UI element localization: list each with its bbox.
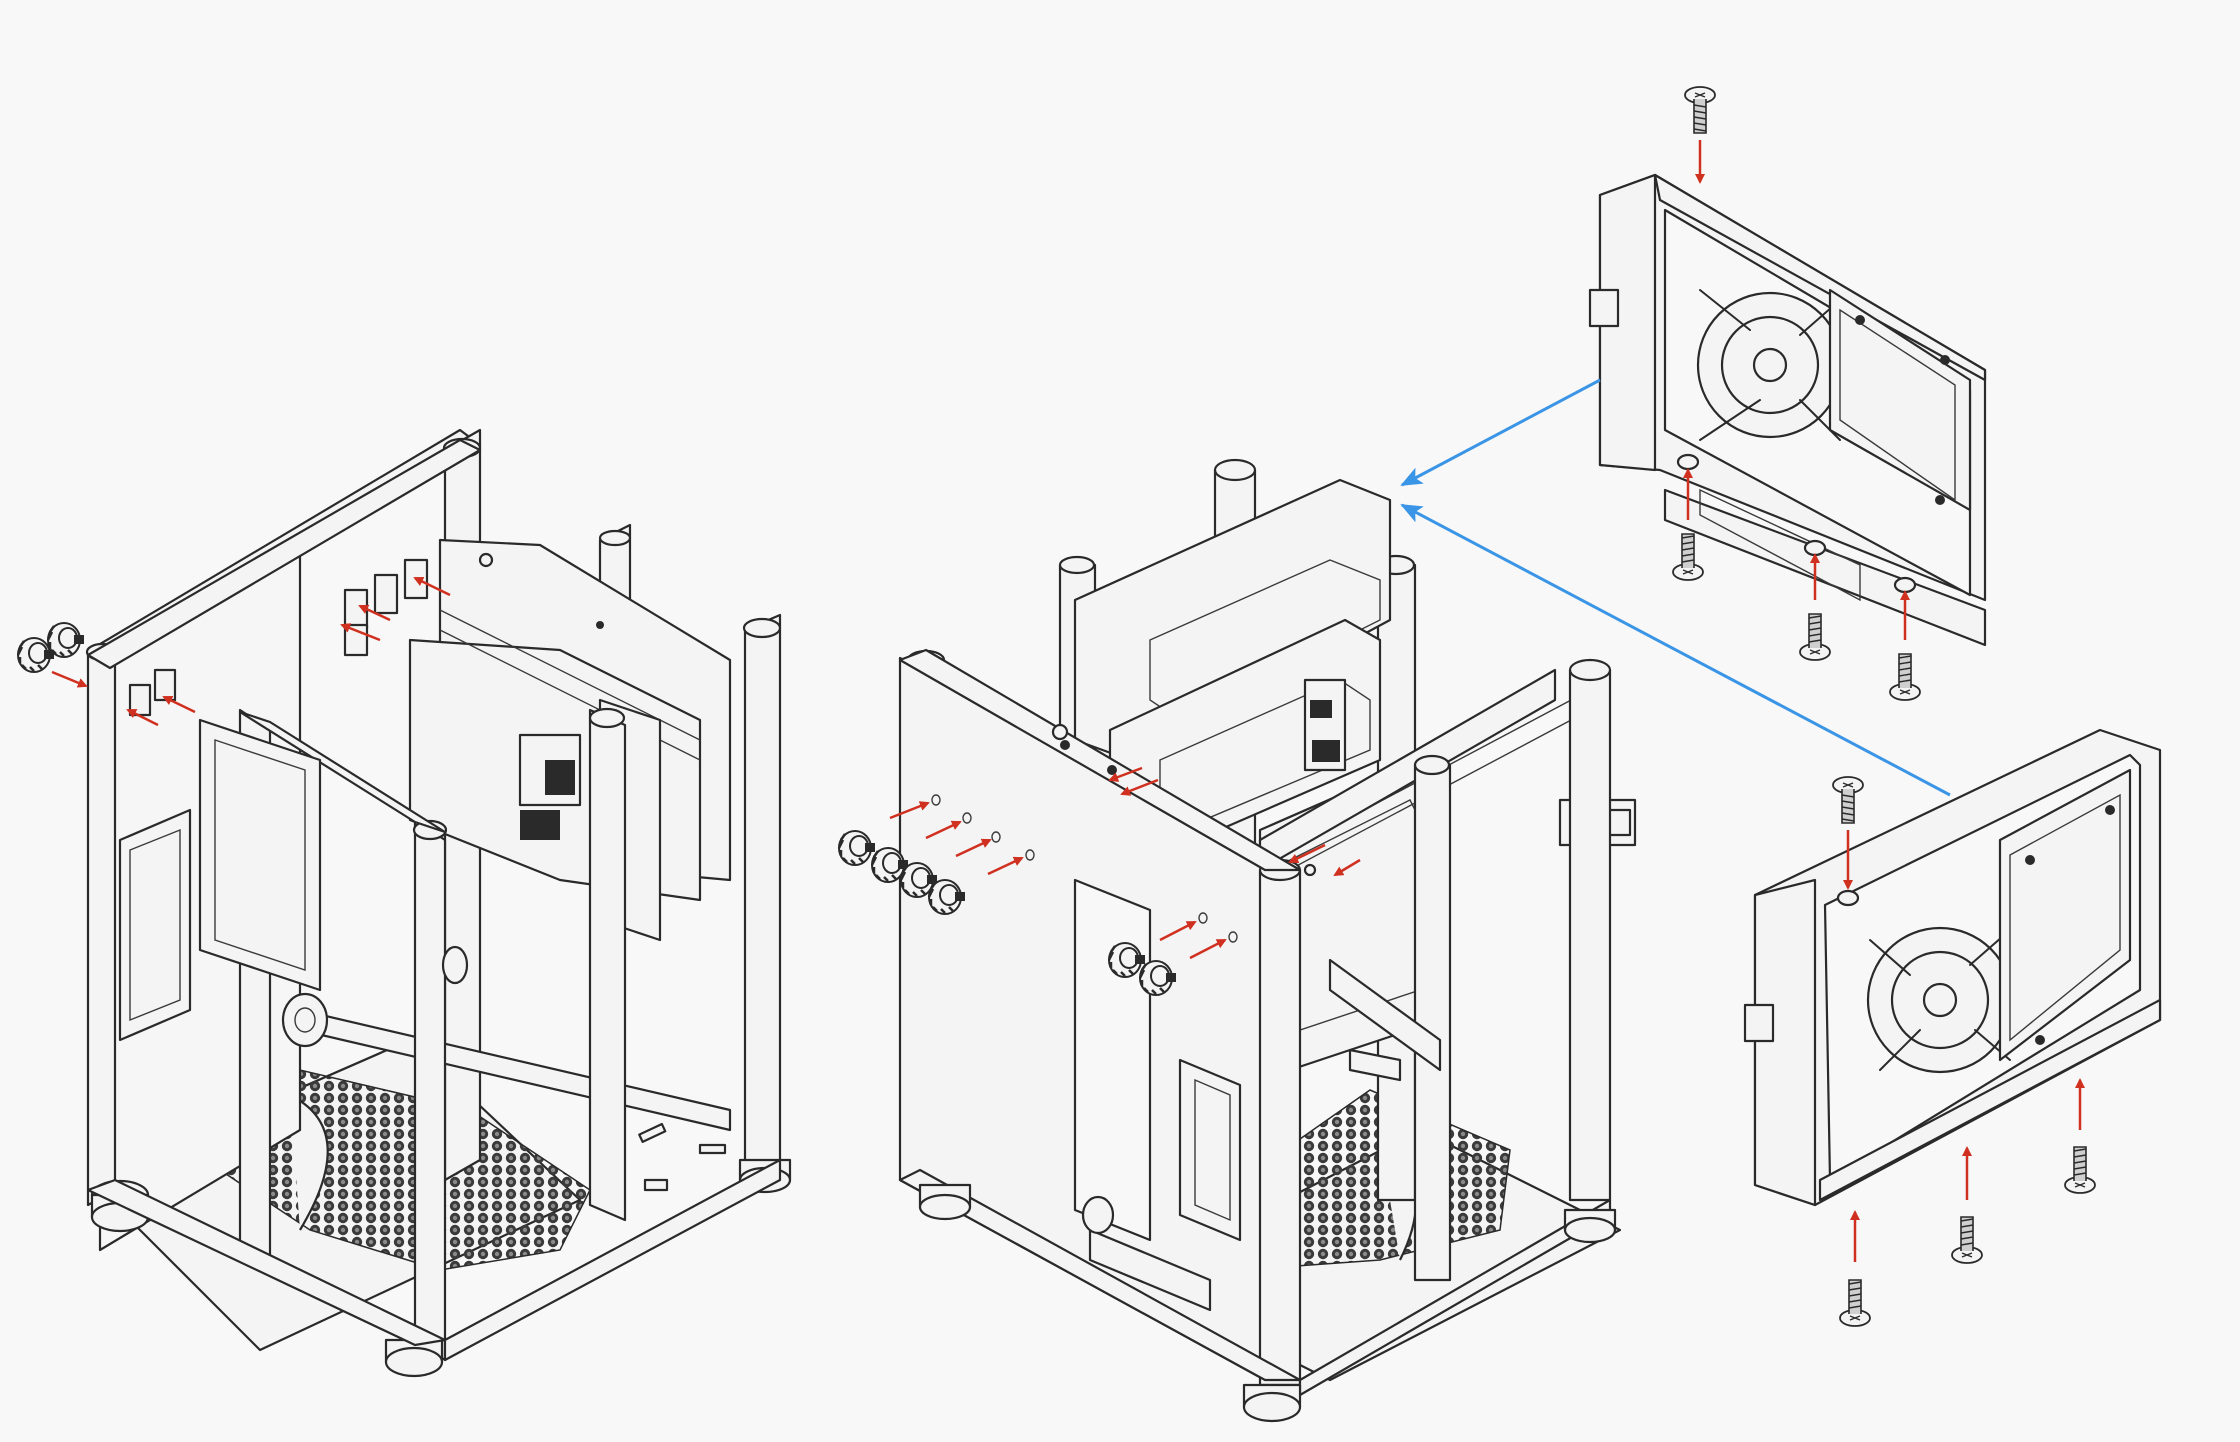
- left-case: [16, 428, 792, 1378]
- placement-arrow-bottom: [1400, 503, 1951, 797]
- placement-arrow-top: [1400, 378, 1601, 487]
- placement-arrows: [1400, 378, 1951, 797]
- center-case: [837, 458, 1637, 1423]
- hdd-bottom: [1743, 728, 2162, 1327]
- hdd-top: [1588, 86, 1987, 701]
